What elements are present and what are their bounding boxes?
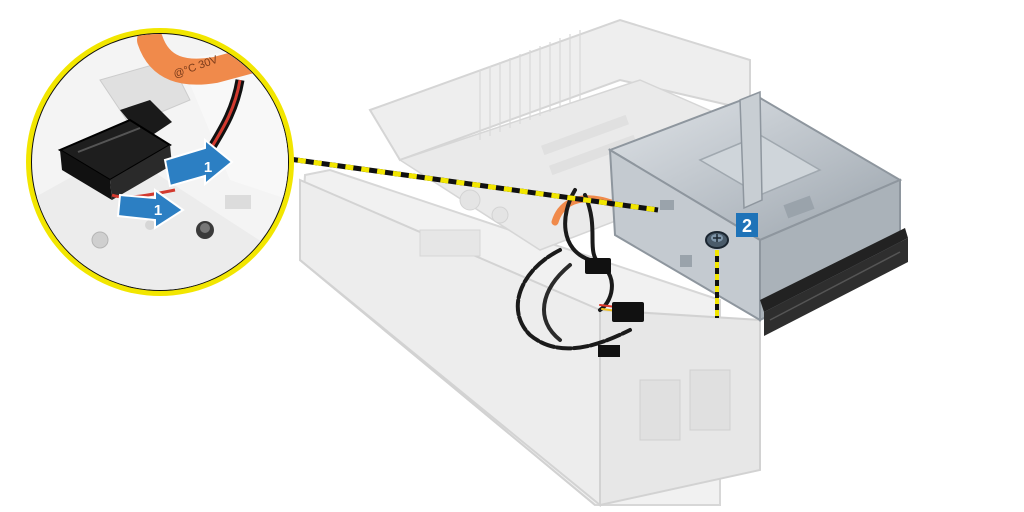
power-connector: [612, 302, 644, 322]
sata-data-cable-zoom: [137, 34, 288, 85]
memory-slot: [549, 134, 637, 176]
arrow-1-label: 1: [204, 159, 212, 176]
memory-slot: [541, 114, 629, 156]
step-2-label: 2: [742, 216, 752, 236]
rear-vent-grille: [479, 30, 581, 140]
computer-chassis: [298, 18, 802, 508]
pull-arrow-icon: 1: [116, 188, 185, 230]
callout-leader-line: [281, 155, 659, 213]
sata-connector-zoom: [57, 100, 172, 200]
screw-icon: [705, 231, 729, 249]
arrow-1b-label: 1: [154, 202, 162, 219]
pull-arrow-icon: 1: [163, 137, 234, 188]
optical-drive: [760, 228, 908, 336]
magnified-callout: @°C 30V 1 1: [26, 28, 294, 296]
step-2-badge: 2: [736, 213, 758, 237]
power-connector: [585, 258, 611, 274]
